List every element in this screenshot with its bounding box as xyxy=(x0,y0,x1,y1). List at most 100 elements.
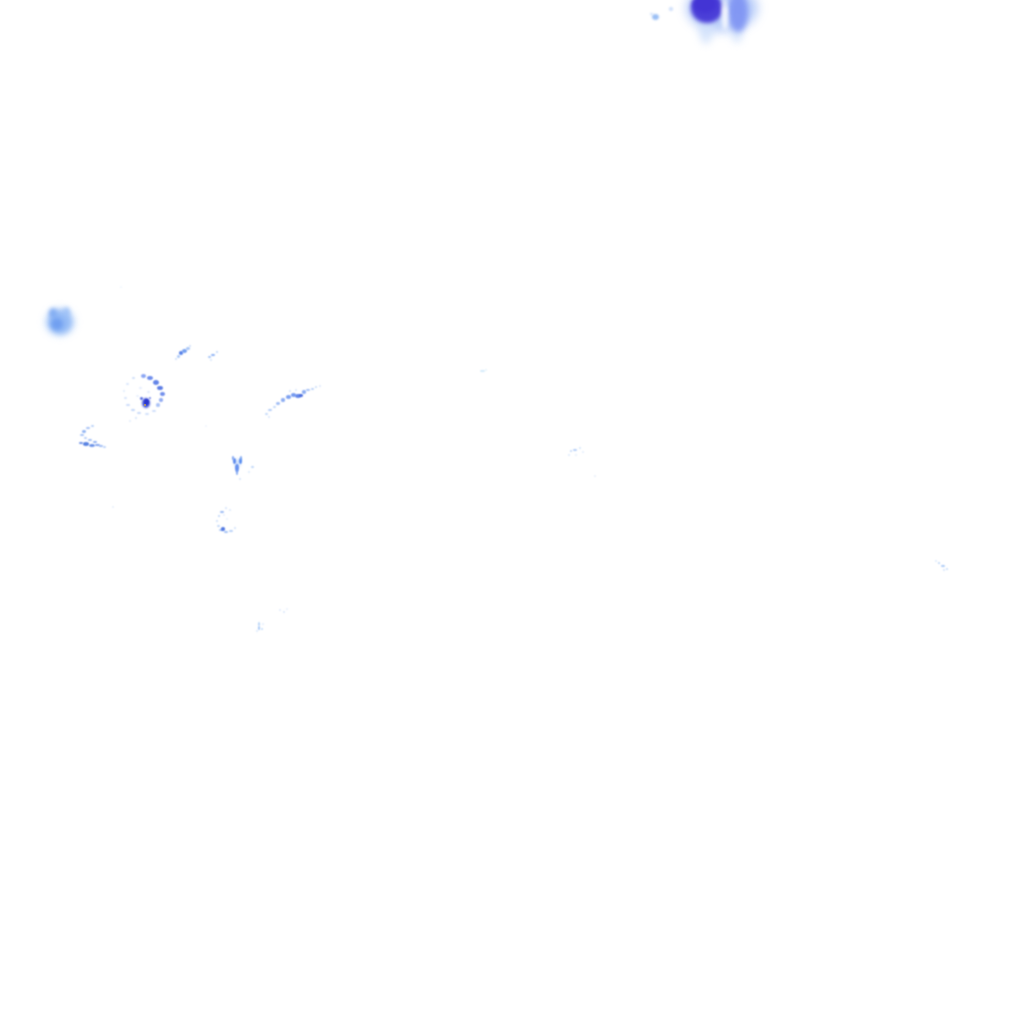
paint-dot xyxy=(219,528,223,532)
paint-dot xyxy=(140,374,146,378)
paint-dot xyxy=(221,527,225,531)
paint-dot xyxy=(143,399,149,405)
paint-dot xyxy=(179,351,183,355)
paint-dot xyxy=(51,318,63,330)
paint-dot xyxy=(83,436,87,440)
paint-dot xyxy=(224,506,228,510)
paint-dot xyxy=(126,403,130,407)
paint-dot xyxy=(290,393,296,397)
paint-dot xyxy=(224,530,228,534)
paint-dot xyxy=(235,464,239,472)
paint-dot xyxy=(262,623,264,625)
paint-dot xyxy=(186,346,190,350)
paint-dot xyxy=(721,0,727,14)
paint-dot xyxy=(93,440,97,444)
paint-dot xyxy=(49,308,57,318)
paint-dot xyxy=(216,524,220,528)
paint-dot xyxy=(102,446,106,448)
paint-dot xyxy=(123,396,127,400)
paint-dot xyxy=(229,529,233,533)
paint-dot xyxy=(159,391,165,397)
paint-dot xyxy=(272,405,276,409)
paint-dot xyxy=(188,345,192,347)
paint-dot xyxy=(257,622,261,626)
paint-dot xyxy=(233,459,241,467)
paint-dot xyxy=(945,568,949,570)
paint-dot xyxy=(693,0,717,13)
paint-dot xyxy=(310,387,314,391)
paint-dot xyxy=(210,359,212,361)
paint-dot xyxy=(220,510,224,514)
paint-dot xyxy=(45,308,75,336)
paint-dot xyxy=(62,307,70,317)
paint-dot xyxy=(479,370,485,372)
paint-dot xyxy=(238,458,242,464)
paint-dot xyxy=(937,561,941,565)
paint-dot xyxy=(276,401,280,405)
paint-dot xyxy=(146,390,150,394)
paint-dot xyxy=(278,609,282,611)
paint-dot xyxy=(941,564,945,568)
paint-dot xyxy=(94,443,100,447)
paint-dot xyxy=(205,425,207,427)
paint-dot xyxy=(131,376,135,380)
paint-dot xyxy=(231,456,235,460)
paint-dot xyxy=(122,389,126,393)
paint-dot xyxy=(669,7,673,11)
paint-dot xyxy=(80,433,84,437)
paint-dot xyxy=(285,395,291,399)
paint-dot xyxy=(139,396,143,400)
paint-dot xyxy=(299,393,303,397)
paint-dot xyxy=(222,514,226,516)
paint-dot xyxy=(295,394,301,398)
paint-dot xyxy=(134,417,138,419)
paint-dot xyxy=(147,375,153,381)
paint-dot xyxy=(288,390,292,392)
paint-dot xyxy=(135,394,139,398)
paint-dot xyxy=(651,14,659,20)
paint-dot xyxy=(156,403,160,407)
paint-dot xyxy=(48,310,72,334)
paint-dot xyxy=(79,441,83,445)
paint-dot xyxy=(942,569,946,571)
paint-dot xyxy=(286,608,288,610)
paint-dot xyxy=(578,447,582,449)
paint-dot xyxy=(260,627,264,631)
paint-dot xyxy=(217,514,221,518)
paint-dot xyxy=(207,355,211,359)
paint-dot xyxy=(686,0,758,32)
paint-dot xyxy=(691,0,723,23)
paint-dot xyxy=(268,408,272,412)
paint-dot xyxy=(99,444,103,448)
paint-dot xyxy=(145,412,149,416)
paint-dot xyxy=(143,403,147,407)
paint-dot xyxy=(125,382,129,386)
paint-dot xyxy=(239,456,243,460)
paint-dot xyxy=(257,626,261,630)
paint-dot xyxy=(174,358,178,360)
paint-dot xyxy=(282,611,286,613)
paint-dot xyxy=(280,398,286,402)
paint-dot xyxy=(248,471,250,473)
paint-dot xyxy=(83,442,89,446)
paint-dot xyxy=(211,353,215,357)
paint-dot xyxy=(235,469,239,475)
paint-dot xyxy=(86,426,90,430)
paint-dot xyxy=(228,509,232,511)
paint-dot xyxy=(649,12,653,16)
paint-dot xyxy=(142,398,150,408)
paint-dot xyxy=(181,349,187,353)
paint-dot xyxy=(89,443,95,447)
paint-dot xyxy=(594,475,596,477)
